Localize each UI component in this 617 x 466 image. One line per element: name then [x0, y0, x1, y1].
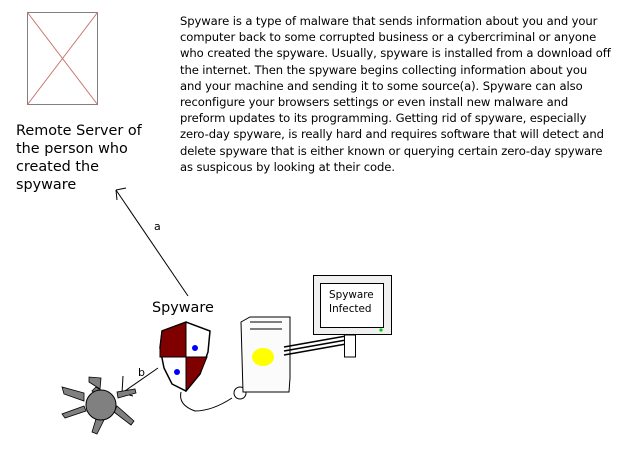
monitor-cables: [283, 335, 347, 356]
monitor-screen-text: Spyware Infected: [329, 289, 374, 315]
virus-icon: [61, 376, 137, 435]
description-text: Spyware is a type of malware that sends …: [180, 14, 611, 174]
arrow-a-label: a: [154, 220, 161, 233]
remote-server-caption: Remote Server of the person who created …: [16, 123, 142, 193]
shield-icon: [159, 321, 211, 393]
spyware-label: Spyware: [152, 300, 214, 316]
monitor-icon: [313, 275, 392, 358]
computer-tower-icon: [240, 316, 291, 393]
broken-image-icon: [27, 12, 98, 105]
arrow-b-label: b: [138, 366, 145, 379]
cable: [180, 386, 247, 412]
arrow-a: [115, 187, 189, 297]
